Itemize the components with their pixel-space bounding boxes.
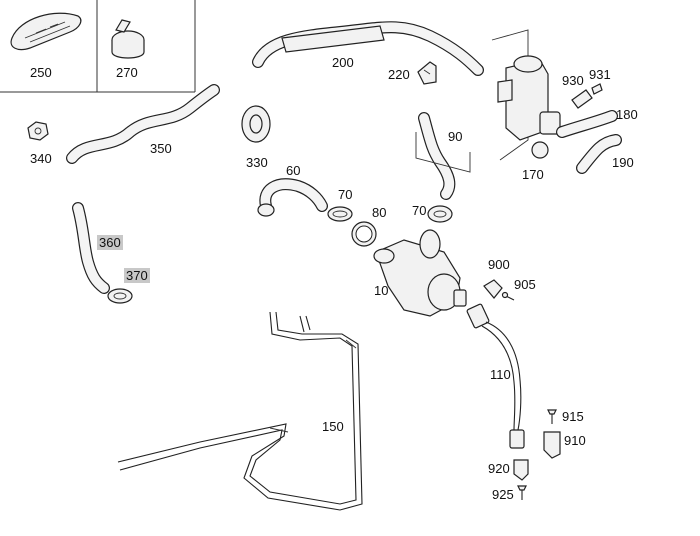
part-170-valve: [491, 29, 561, 161]
label-250: 250: [30, 65, 52, 80]
label-60: 60: [286, 163, 301, 178]
part-925-screw: [517, 485, 527, 500]
label-350: 350: [150, 141, 172, 156]
part-250-clip: [10, 12, 82, 51]
label-360: 360: [97, 235, 123, 250]
label-70-left: 70: [338, 187, 353, 202]
part-60-hose: [257, 178, 328, 217]
label-180: 180: [616, 107, 638, 122]
part-180-hose: [556, 110, 618, 138]
part-920-plug: [513, 459, 529, 481]
part-910-bracket: [543, 431, 561, 459]
part-80-oring: [351, 221, 377, 247]
label-925: 925: [492, 487, 514, 502]
label-170: 170: [522, 167, 544, 182]
part-200-hose: [252, 21, 484, 76]
part-330-grommet: [241, 105, 271, 143]
part-10-pump: [373, 229, 467, 317]
label-920: 920: [488, 461, 510, 476]
label-931: 931: [589, 67, 611, 82]
label-900: 900: [488, 257, 510, 272]
inset-box-frame: [0, 0, 196, 93]
label-330: 330: [246, 155, 268, 170]
label-70-right: 70: [412, 203, 427, 218]
label-80: 80: [372, 205, 387, 220]
label-90: 90: [448, 129, 463, 144]
label-10: 10: [374, 283, 389, 298]
part-340-nut: [27, 121, 49, 141]
label-270: 270: [116, 65, 138, 80]
label-370: 370: [124, 268, 150, 283]
label-340: 340: [30, 151, 52, 166]
part-90-hose: [415, 112, 471, 200]
label-200: 200: [332, 55, 354, 70]
part-110-plug: [509, 429, 525, 449]
label-110: 110: [490, 367, 511, 382]
part-370-clamp: [107, 288, 133, 304]
label-905: 905: [514, 277, 536, 292]
part-905-screw: [501, 291, 515, 301]
part-930-931-connector: [571, 83, 603, 109]
label-150: 150: [322, 419, 344, 434]
label-930: 930: [562, 73, 584, 88]
part-110-harness: [466, 303, 522, 431]
label-915: 915: [562, 409, 584, 424]
part-900-connector: [483, 279, 503, 299]
part-150-lines: [117, 311, 363, 511]
label-220: 220: [388, 67, 410, 82]
part-70-clamp-right: [427, 205, 453, 223]
part-190-hose: [576, 134, 622, 174]
part-915-screw: [547, 409, 557, 424]
part-350-hose: [66, 84, 220, 164]
part-70-clamp-left: [327, 206, 353, 222]
label-910: 910: [564, 433, 586, 448]
part-220-connector: [417, 61, 437, 85]
label-190: 190: [612, 155, 634, 170]
part-270-clamp: [111, 19, 145, 59]
part-360-hose: [72, 202, 110, 294]
